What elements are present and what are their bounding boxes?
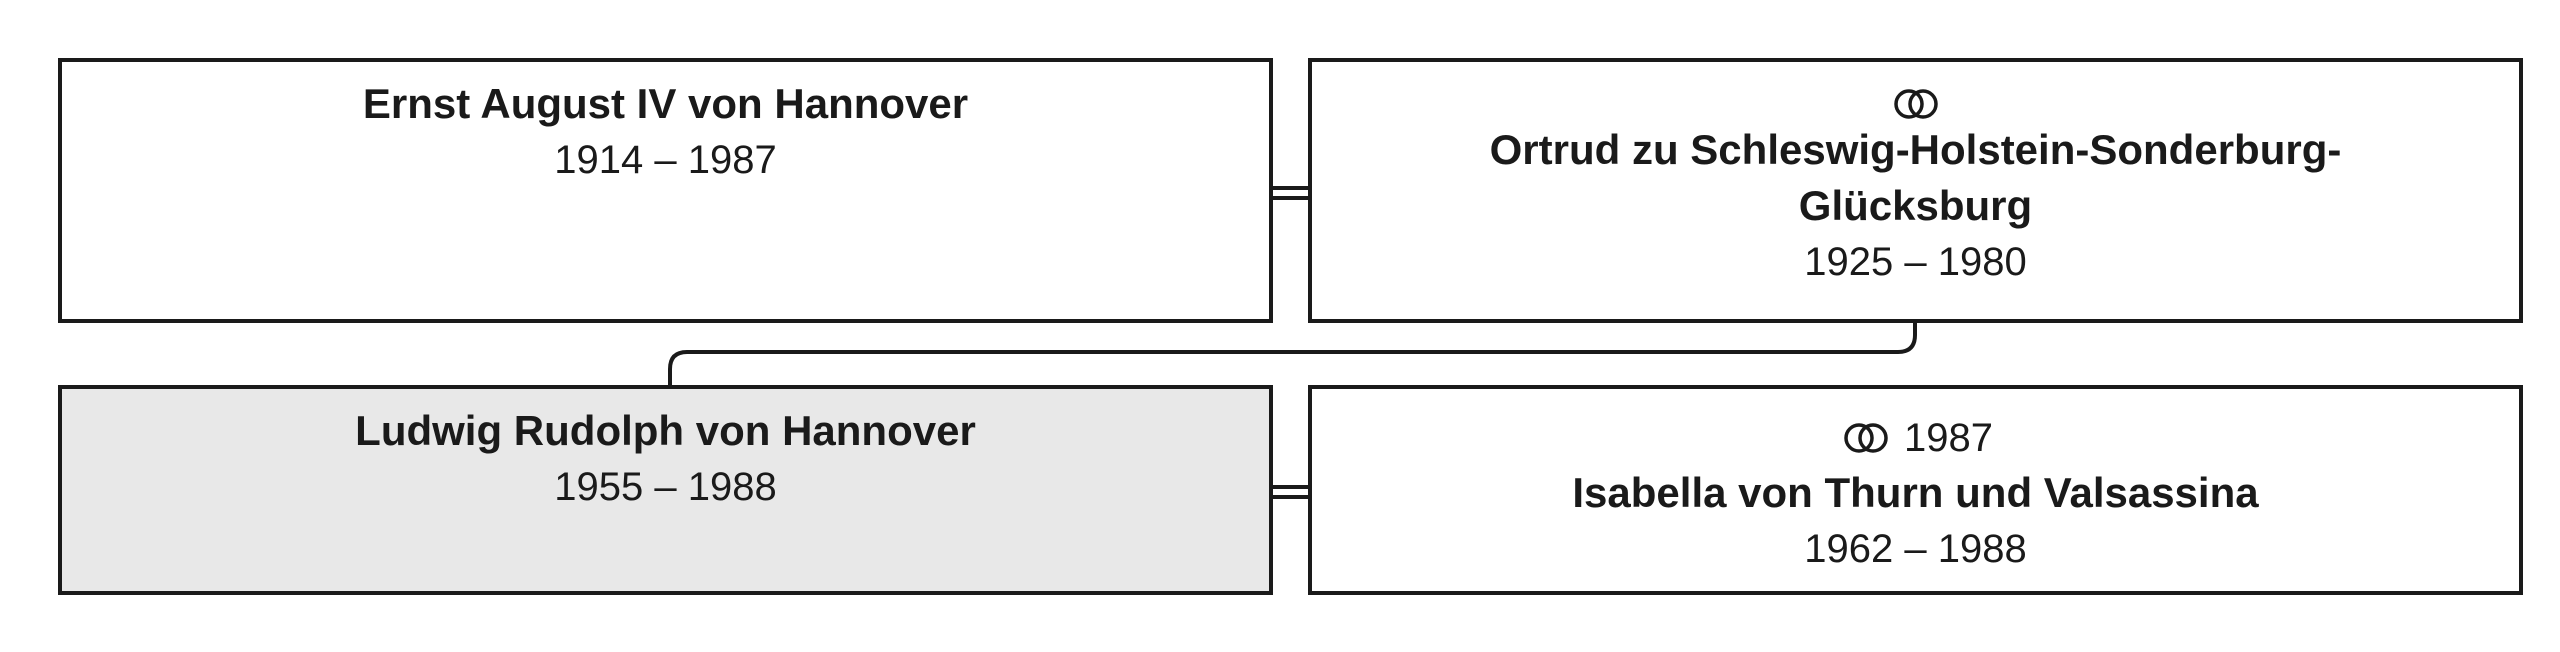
person-name: Ludwig Rudolph von Hannover [355,407,976,454]
marriage-connector-bottom [1273,485,1308,499]
marriage-year: 1987 [1904,416,1993,460]
wedding-rings-icon [1844,423,1888,453]
person-years: 1925 – 1980 [1804,240,2027,284]
marriage-connector-top [1273,186,1308,200]
person-name: Ernst August IV von Hannover [362,80,969,127]
person-card-isabella[interactable]: 1987 Isabella von Thurn und Valsassina 1… [1308,385,2523,595]
person-years: 1914 – 1987 [554,138,777,182]
person-name: Isabella von Thurn und Valsassina [1572,469,2259,516]
marriage-info [1888,86,1944,122]
person-name: Ortrud zu Schleswig-Holstein-Sonderburg-… [1489,126,2342,229]
person-years: 1955 – 1988 [554,465,777,509]
marriage-info: 1987 [1838,411,1993,465]
wedding-rings-icon [1893,89,1938,119]
parent-child-connector [668,323,1917,385]
person-card-ludwig-rudolph[interactable]: Ludwig Rudolph von Hannover 1955 – 1988 [58,385,1273,595]
person-card-ortrud[interactable]: Ortrud zu Schleswig-Holstein-Sonderburg-… [1308,58,2523,323]
person-card-ernst-august[interactable]: Ernst August IV von Hannover 1914 – 1987 [58,58,1273,323]
person-years: 1962 – 1988 [1804,527,2027,571]
